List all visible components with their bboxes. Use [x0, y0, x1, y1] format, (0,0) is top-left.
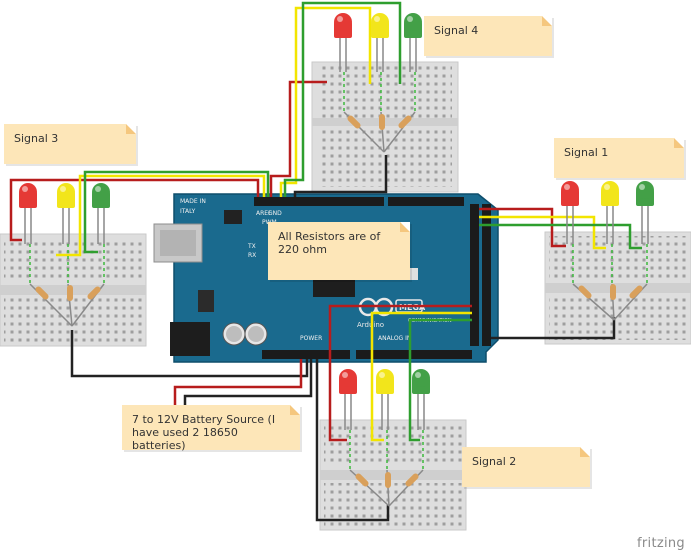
wires	[9, 1, 642, 522]
note-signal-3-text: Signal 3	[14, 132, 59, 145]
wire-signal-2-red	[328, 304, 472, 442]
wire-signal-3-green	[83, 170, 270, 254]
resistor	[578, 285, 592, 299]
wire-battery-black	[183, 359, 313, 410]
label-italy: ITALY	[180, 208, 196, 215]
resistor	[35, 286, 49, 300]
resistor	[355, 473, 369, 487]
wire-signal-2-green	[408, 318, 472, 442]
fritzing-watermark: fritzing	[637, 536, 685, 551]
led-green	[412, 369, 430, 430]
signal-1-circuit	[561, 181, 654, 321]
mcu-chip	[313, 275, 355, 297]
signal-2-circuit	[339, 369, 430, 507]
led-green	[636, 181, 654, 244]
breadboard-signal-4	[311, 61, 459, 193]
resistor	[398, 115, 412, 129]
led-red	[334, 13, 352, 72]
led-yellow	[601, 181, 619, 244]
wire-signal-4-black	[293, 155, 388, 197]
wire-signal-1-black	[491, 317, 616, 340]
mega-label: MEGA	[399, 303, 426, 312]
resistor	[379, 114, 385, 130]
signal-4-circuit	[334, 13, 422, 153]
led-red	[19, 183, 37, 244]
wire-battery-red	[173, 359, 303, 410]
power-jack	[170, 322, 210, 356]
wire-signal-1-green	[479, 223, 642, 250]
arduino-wordmark: Arduino	[357, 321, 384, 329]
signal-3-circuit	[19, 183, 110, 327]
wire-signal-1-yellow	[479, 215, 606, 250]
wire-signal-1-red	[479, 207, 566, 248]
led-yellow	[371, 13, 389, 72]
resistor	[347, 115, 361, 129]
wire-signal-4-yellow	[279, 6, 372, 197]
note-signal-1-text: Signal 1	[564, 146, 609, 159]
label-rx: RX	[248, 252, 256, 259]
resistor	[67, 285, 73, 301]
note-resistors-text: All Resistors are of 220 ohm	[278, 230, 381, 256]
resistor	[87, 286, 101, 300]
resistor	[629, 285, 643, 299]
note-signal-4-text: Signal 4	[434, 24, 479, 37]
label-made-in: MADE IN	[180, 198, 206, 205]
note-signal-4: Signal 4	[424, 16, 552, 56]
wire-signal-2-black	[315, 359, 390, 522]
led-red	[561, 181, 579, 244]
wire-signal-4-green	[283, 1, 402, 197]
breadboard-signal-3	[0, 233, 147, 347]
wire-signal-3-black	[70, 330, 309, 378]
wire-signal-3-yellow	[56, 174, 266, 257]
note-signal-2-text: Signal 2	[472, 455, 517, 468]
resistor	[610, 284, 616, 300]
led-green	[92, 183, 110, 244]
note-signal-3: Signal 3	[4, 124, 136, 164]
label-analog-in: ANALOG IN	[378, 335, 411, 342]
label-aref: AREF	[256, 210, 272, 217]
label-power: POWER	[300, 335, 322, 342]
note-battery: 7 to 12V Battery Source (I have used 2 1…	[122, 405, 300, 452]
led-red	[339, 369, 357, 430]
resistor	[405, 473, 419, 487]
note-signal-2: Signal 2	[462, 447, 590, 487]
breadboard-signal-2	[319, 419, 467, 531]
led-yellow	[376, 369, 394, 430]
label-tx: TX	[247, 243, 256, 250]
wire-signal-2-yellow	[370, 311, 472, 442]
breadboard-signal-1	[544, 231, 691, 345]
led-yellow	[57, 183, 75, 244]
led-green	[404, 13, 422, 72]
note-battery-text: 7 to 12V Battery Source (I have used 2 1…	[132, 413, 276, 452]
note-signal-1: Signal 1	[554, 138, 684, 178]
note-resistors: All Resistors are of 220 ohm	[268, 222, 410, 280]
label-gnd: GND	[268, 210, 282, 217]
wire-signal-3-red	[9, 178, 260, 242]
resistor	[385, 472, 391, 488]
